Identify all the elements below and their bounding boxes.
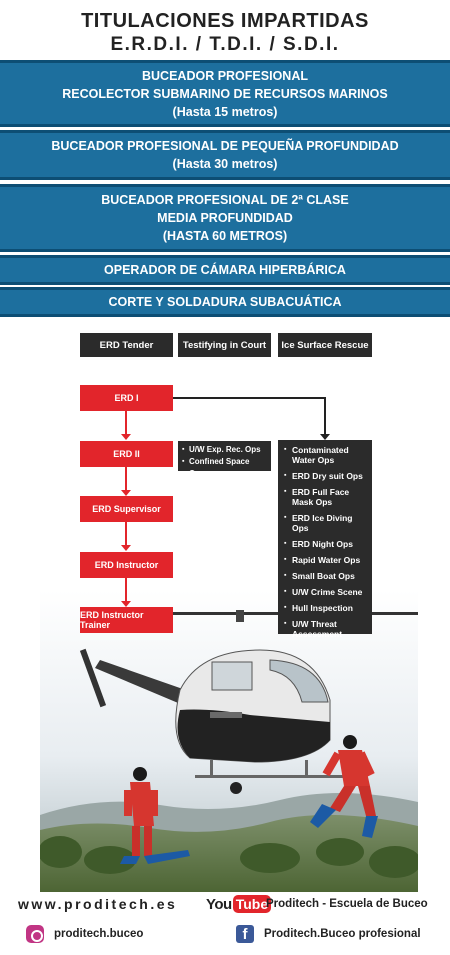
facebook-page[interactable]: Proditech.Buceo profesional: [264, 928, 421, 940]
youtube-logo-tube: Tube: [232, 895, 272, 913]
tag-testifying-in-court: Testifying in Court: [178, 333, 271, 357]
instagram-handle[interactable]: proditech.buceo: [54, 928, 144, 940]
course-line: BUCEADOR PROFESIONAL DE PEQUEÑA PROFUNDI…: [51, 139, 399, 153]
course-line: (HASTA 60 METROS): [162, 229, 288, 243]
course-line: (Hasta 15 metros): [172, 104, 278, 119]
erd-level-2: ERD II: [80, 441, 173, 467]
path-arrowhead: [121, 490, 131, 496]
specialty-item: Contaminated Water Ops: [284, 445, 366, 465]
course-band-3: BUCEADOR PROFESIONAL DE 2ª CLASE MEDIA P…: [0, 184, 450, 252]
specialty-item: Confined Space Ops: [182, 456, 267, 480]
specialty-item: ERD Ice Diving Ops: [284, 513, 366, 533]
erd-instructor: ERD Instructor: [80, 552, 173, 578]
helicopter-photo: [40, 590, 418, 892]
course-band-5: CORTE Y SOLDADURA SUBACUÁTICA: [0, 287, 450, 317]
erd-instructor-trainer: ERD Instructor Trainer: [80, 607, 173, 633]
course-band-4: OPERADOR DE CÁMARA HIPERBÁRICA: [0, 255, 450, 285]
website-link[interactable]: www.proditech.es: [18, 896, 178, 912]
path-connector: [125, 411, 127, 435]
specialty-item: U/W Threat Assessment: [284, 619, 366, 639]
specialty-item: U/W Exp. Rec. Ops: [182, 444, 267, 456]
course-band-1: BUCEADOR PROFESIONAL RECOLECTOR SUBMARIN…: [0, 60, 450, 127]
erd2-specialties-box: U/W Exp. Rec. Ops Confined Space Ops: [178, 441, 271, 478]
youtube-channel-link[interactable]: Proditech - Escuela de Buceo: [266, 898, 428, 910]
course-line: BUCEADOR PROFESIONAL DE 2ª CLASE: [101, 193, 349, 207]
path-connector: [125, 467, 127, 491]
path-connector: [125, 522, 127, 546]
course-line: OPERADOR DE CÁMARA HIPERBÁRICA: [104, 263, 346, 277]
path-arrowhead: [121, 434, 131, 440]
connector-line: [173, 397, 325, 399]
erd-supervisor: ERD Supervisor: [80, 496, 173, 522]
helicopter-photo-svg: [40, 590, 418, 892]
erd-level-1: ERD I: [80, 385, 173, 411]
youtube-logo[interactable]: You Tube: [206, 894, 272, 914]
specialty-item: U/W Crime Scene: [284, 587, 366, 597]
tag-ice-surface-rescue: Ice Surface Rescue: [278, 333, 372, 357]
page-title: TITULACIONES IMPARTIDAS: [81, 10, 369, 32]
connector-line: [324, 397, 326, 435]
specialty-item: ERD Night Ops: [284, 539, 366, 549]
course-band-2: BUCEADOR PROFESIONAL DE PEQUEÑA PROFUNDI…: [0, 130, 450, 180]
path-connector: [125, 578, 127, 602]
path-arrowhead: [121, 545, 131, 551]
connector-arrowhead: [320, 434, 330, 440]
specialty-item: Small Boat Ops: [284, 571, 366, 581]
page-subtitle: E.R.D.I. / T.D.I. / S.D.I.: [110, 34, 340, 55]
facebook-icon[interactable]: f: [236, 925, 254, 943]
erd1-specialties-box: Contaminated Water Ops ERD Dry suit Ops …: [278, 440, 372, 639]
tag-erd-tender: ERD Tender: [80, 333, 173, 357]
course-line: BUCEADOR PROFESIONAL: [142, 68, 308, 83]
path-arrowhead: [121, 601, 131, 607]
specialty-item: Hull Inspection: [284, 603, 366, 613]
youtube-logo-you: You: [206, 895, 232, 913]
specialty-item: Rapid Water Ops: [284, 555, 366, 565]
course-line: (Hasta 30 metros): [172, 157, 278, 171]
specialty-item: ERD Full Face Mask Ops: [284, 487, 366, 507]
specialty-item: ERD Dry suit Ops: [284, 471, 366, 481]
course-line: MEDIA PROFUNDIDAD: [157, 211, 293, 225]
course-line: RECOLECTOR SUBMARINO DE RECURSOS MARINOS: [62, 86, 388, 101]
course-line: CORTE Y SOLDADURA SUBACUÁTICA: [108, 295, 342, 309]
instagram-icon[interactable]: [26, 925, 44, 943]
